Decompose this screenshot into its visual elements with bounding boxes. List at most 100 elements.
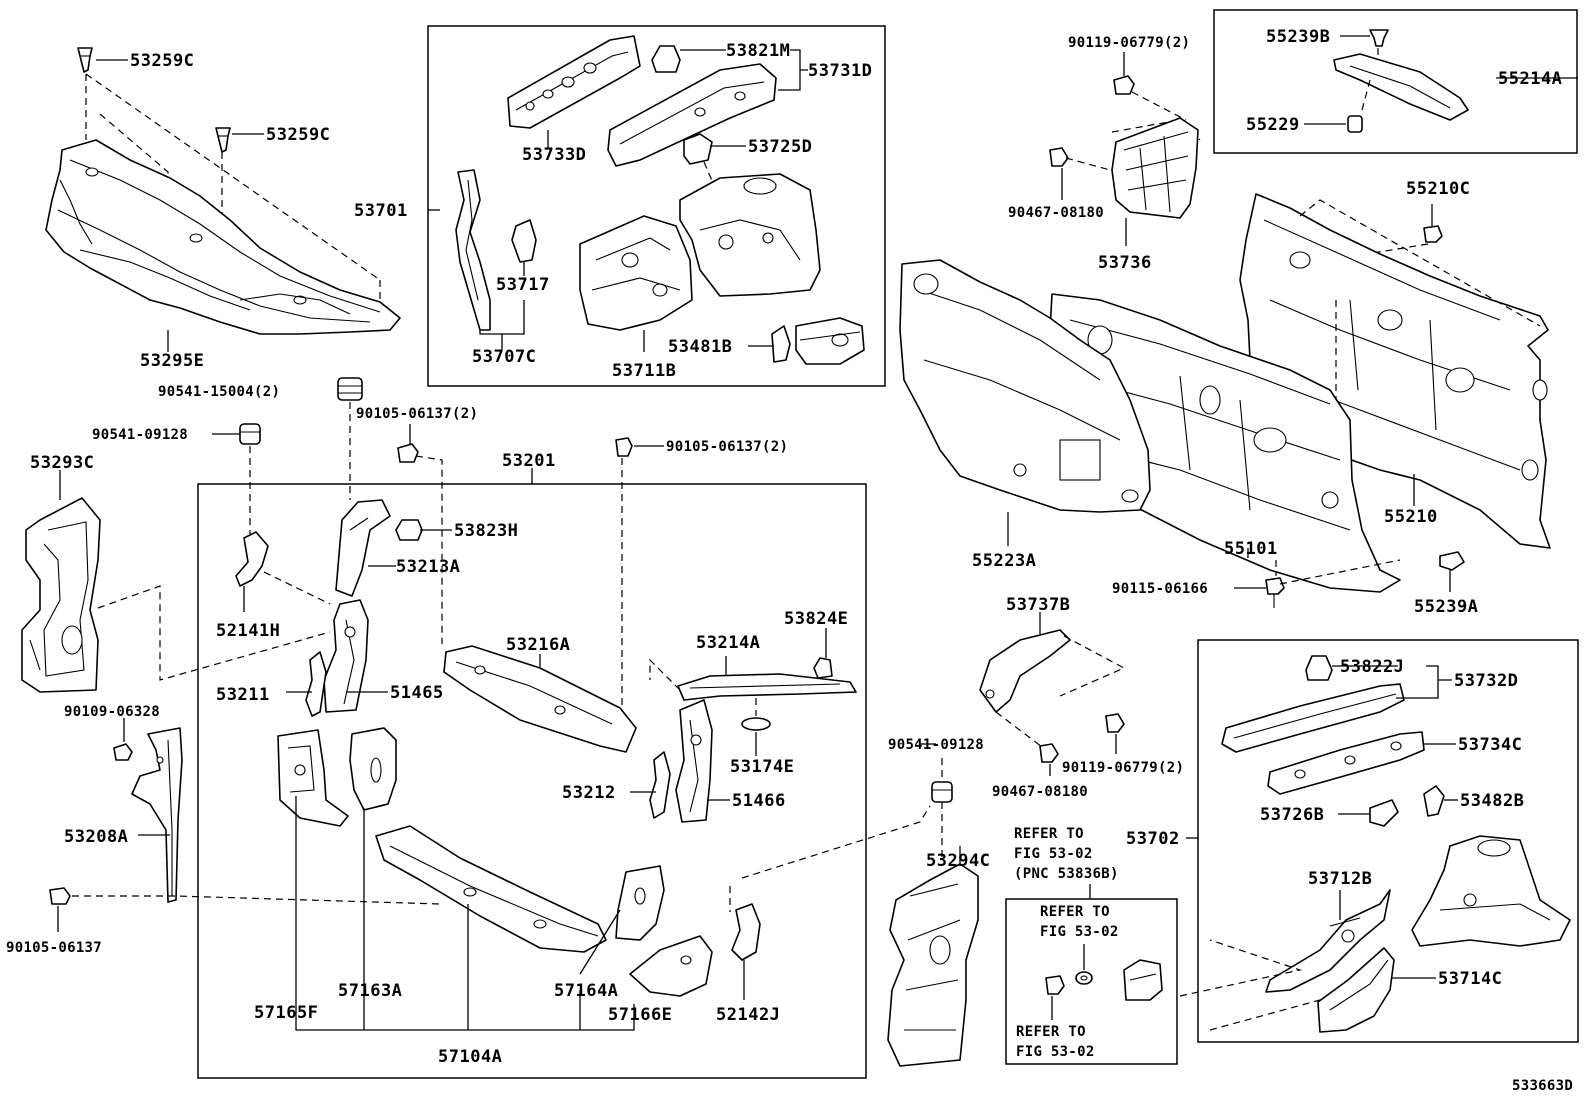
apron-53714C — [1317, 947, 1395, 1033]
rail-53707C — [455, 169, 491, 331]
bracket-53717 — [511, 219, 537, 263]
label-53482B: 53482B — [1460, 791, 1524, 811]
cushion-90541-09128-b — [931, 781, 953, 803]
bolt-90119-06779-a — [1113, 75, 1135, 95]
member-53732D — [1221, 683, 1405, 753]
label-90467-08180-b: 90467-08180 — [992, 784, 1088, 800]
label-55229: 55229 — [1246, 115, 1300, 135]
label-53734C: 53734C — [1458, 735, 1522, 755]
label-90105-06137-b: 90105-06137(2) — [356, 406, 478, 422]
pillar-53208A — [131, 727, 183, 903]
label-53736: 53736 — [1098, 253, 1152, 273]
refer-a-line1: REFER TO — [1014, 826, 1084, 842]
clip-53259C-b — [215, 127, 231, 153]
label-55214A: 55214A — [1498, 69, 1562, 89]
label-90541-09128-a: 90541-09128 — [92, 427, 188, 443]
cover-53295E — [45, 139, 401, 335]
label-53822J: 53822J — [1340, 657, 1404, 677]
bracket-53481B — [771, 325, 791, 363]
support-57163A — [349, 727, 397, 811]
label-55223A: 55223A — [972, 551, 1036, 571]
bracket-53726B — [1369, 799, 1399, 827]
cushion-90541-09128-a — [239, 423, 261, 445]
label-53259C-a: 53259C — [130, 51, 194, 71]
label-53702: 53702 — [1126, 829, 1180, 849]
label-55210: 55210 — [1384, 507, 1438, 527]
label-90119-06779-b: 90119-06779(2) — [1062, 760, 1184, 776]
label-90467-08180-a: 90467-08180 — [1008, 205, 1104, 221]
bolt-90105-06137-b — [397, 443, 419, 463]
bolt-90467-08180-b — [1039, 743, 1059, 763]
label-57166E: 57166E — [608, 1005, 672, 1025]
panel-53294C — [887, 863, 979, 1067]
diagram-id: 533663D — [1512, 1078, 1573, 1094]
bolt-90467-08180-a — [1049, 147, 1069, 167]
label-53214A: 53214A — [696, 633, 760, 653]
label-53481B: 53481B — [668, 337, 732, 357]
label-53711B: 53711B — [612, 361, 676, 381]
apron-53702 — [1411, 835, 1571, 947]
bracket-53821M — [651, 45, 681, 73]
duct-53736 — [1111, 117, 1199, 219]
bracket-53213A — [335, 499, 391, 597]
label-53293C: 53293C — [30, 453, 94, 473]
clip-55229 — [1347, 115, 1363, 133]
label-55101: 55101 — [1224, 539, 1278, 559]
label-57163A: 57163A — [338, 981, 402, 1001]
silencer-55223A — [899, 259, 1151, 513]
label-53733D: 53733D — [522, 145, 586, 165]
label-53717: 53717 — [496, 275, 550, 295]
label-90105-06137-a: 90105-06137 — [6, 940, 102, 956]
label-53823H: 53823H — [454, 521, 518, 541]
bolt-90105-06137-a — [49, 887, 71, 905]
apron-53711B — [579, 215, 693, 331]
bracket-refer — [1123, 959, 1163, 1001]
member-53734C — [1267, 731, 1425, 795]
label-55239B: 55239B — [1266, 27, 1330, 47]
group-box-53701 — [427, 25, 886, 387]
bolt-90119-06779-b — [1105, 713, 1125, 733]
bracket-53824E — [813, 657, 833, 679]
bracket-52142J — [731, 903, 761, 961]
label-53701: 53701 — [354, 201, 408, 221]
group-box-refer — [1005, 898, 1178, 1065]
duct-55214A — [1333, 53, 1469, 121]
bracket-53725D — [683, 133, 713, 165]
label-90541-15004: 90541-15004(2) — [158, 384, 280, 400]
clip-55210C — [1423, 225, 1443, 243]
label-53295E: 53295E — [140, 351, 204, 371]
label-53294C: 53294C — [926, 851, 990, 871]
label-53712B: 53712B — [1308, 869, 1372, 889]
label-53213A: 53213A — [396, 557, 460, 577]
label-51465: 51465 — [390, 683, 444, 703]
refer-c-line1: REFER TO — [1016, 1024, 1086, 1040]
refer-c-line2: FIG 53-02 — [1016, 1044, 1095, 1060]
label-57164A: 57164A — [554, 981, 618, 1001]
label-53821M: 53821M — [726, 41, 790, 61]
label-57165F: 57165F — [254, 1003, 318, 1023]
bracket-53212 — [649, 751, 671, 819]
clip-55239A — [1439, 551, 1465, 571]
label-52142J: 52142J — [716, 1005, 780, 1025]
silencer-55210 — [1239, 193, 1551, 549]
clip-55239B — [1369, 29, 1389, 47]
label-90119-06779-a: 90119-06779(2) — [1068, 35, 1190, 51]
label-53707C: 53707C — [472, 347, 536, 367]
label-53737B: 53737B — [1006, 595, 1070, 615]
rail-53712B — [1265, 889, 1391, 993]
seal-53174E — [741, 717, 771, 731]
group-box-55214A — [1213, 9, 1578, 154]
label-53216A: 53216A — [506, 635, 570, 655]
label-90105-06137-c: 90105-06137(2) — [666, 439, 788, 455]
label-53726B: 53726B — [1260, 805, 1324, 825]
group-box-53702 — [1197, 639, 1579, 1043]
member-53733D — [507, 35, 641, 129]
bolt-90109-06328 — [113, 743, 133, 761]
support-57165F — [277, 729, 349, 827]
brace-53214A — [677, 673, 857, 701]
support-57164A — [615, 865, 665, 941]
member-53731D — [607, 63, 777, 167]
label-53725D: 53725D — [748, 137, 812, 157]
refer-a-line2: FIG 53-02 — [1014, 846, 1093, 862]
label-53824E: 53824E — [784, 609, 848, 629]
